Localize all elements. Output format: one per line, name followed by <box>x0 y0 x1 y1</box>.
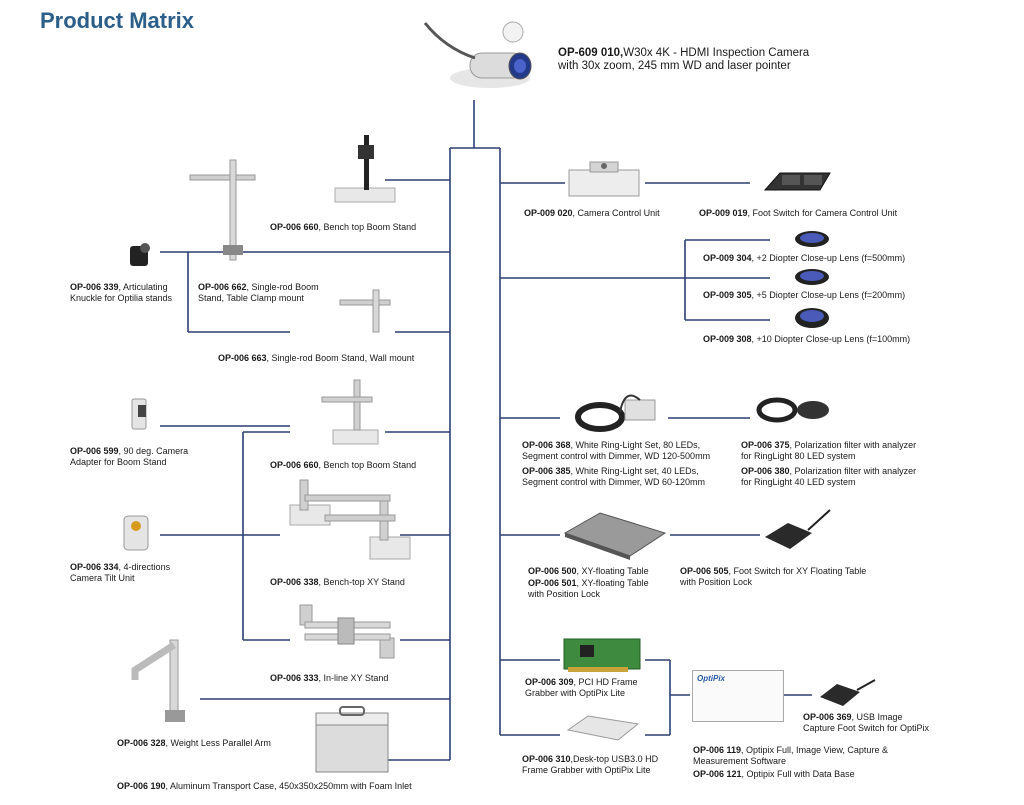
label-op-006-368: OP-006 368, White Ring-Light Set, 80 LED… <box>522 440 711 461</box>
frame-grabber-icon <box>563 638 641 672</box>
closeup-lens-icon <box>795 308 829 328</box>
label-op-009-304: OP-009 304, +2 Diopter Close-up Lens (f=… <box>703 253 906 263</box>
foot-switch-icon <box>765 509 831 549</box>
boom-stand-icon <box>189 159 256 261</box>
boom-stand-icon <box>334 135 396 203</box>
boom-stand-icon <box>321 379 379 445</box>
label-op-006-190: OP-006 190, Aluminum Transport Case, 450… <box>117 781 412 791</box>
optipix-logo: OptiPix <box>697 674 726 683</box>
boom-stand-icon <box>339 289 391 333</box>
label-op-006-121: OP-006 121, Optipix Full with Data Base <box>693 769 855 779</box>
label-op-006-500: OP-006 500, XY-floating Table <box>528 566 649 576</box>
page-title: Product Matrix <box>40 8 195 33</box>
label-op-006-338: OP-006 338, Bench-top XY Stand <box>270 577 405 587</box>
label-op-006-663: OP-006 663, Single-rod Boom Stand, Wall … <box>218 353 415 363</box>
floating-table-icon <box>563 512 667 560</box>
foot-switch-icon <box>763 172 831 191</box>
label-op-009-020: OP-009 020, Camera Control Unit <box>524 208 660 218</box>
frame-grabber-icon <box>566 715 640 741</box>
inspection-camera-icon <box>423 21 532 88</box>
label-op-009-308: OP-009 308, +10 Diopter Close-up Lens (f… <box>703 334 911 344</box>
camera-control-unit-icon <box>568 161 640 197</box>
closeup-lens-icon <box>795 231 829 247</box>
label-op-009-019: OP-009 019, Foot Switch for Camera Contr… <box>699 208 898 218</box>
label-op-006-375: OP-006 375, Polarization filter with ana… <box>741 440 917 461</box>
tilt-unit-icon <box>123 515 149 551</box>
usb-foot-switch-icon <box>820 679 876 706</box>
label-op-609-010: OP-609 010,W30x 4K - HDMI Inspection Cam… <box>558 47 810 72</box>
xy-stand-icon <box>299 604 395 659</box>
label-op-006-505: OP-006 505, Foot Switch for XY Floating … <box>680 566 867 587</box>
label-op-006-119: OP-006 119, Optipix Full, Image View, Ca… <box>693 745 888 766</box>
label-op-009-305: OP-009 305, +5 Diopter Close-up Lens (f=… <box>703 290 906 300</box>
camera-adapter-icon <box>131 398 147 430</box>
polarization-filter-icon <box>756 397 829 423</box>
label-op-006-328: OP-006 328, Weight Less Parallel Arm <box>117 738 271 748</box>
knuckle-icon <box>130 243 150 266</box>
parallel-arm-icon <box>131 639 185 722</box>
xy-stand-icon <box>289 479 411 560</box>
transport-case-icon <box>315 706 389 773</box>
closeup-lens-icon <box>795 269 829 285</box>
label-op-006-380: OP-006 380, Polarization filter with ana… <box>741 466 917 487</box>
label-op-006-385: OP-006 385, White Ring-Light set, 40 LED… <box>522 466 706 487</box>
label-op-006-333: OP-006 333, In-line XY Stand <box>270 673 389 683</box>
label-op-006-660: OP-006 660, Bench top Boom Stand <box>270 222 417 232</box>
optipix-box-icon: OptiPix <box>692 670 784 722</box>
ring-light-icon <box>575 394 656 432</box>
label-op-006-660-b: OP-006 660, Bench top Boom Stand <box>270 460 417 470</box>
